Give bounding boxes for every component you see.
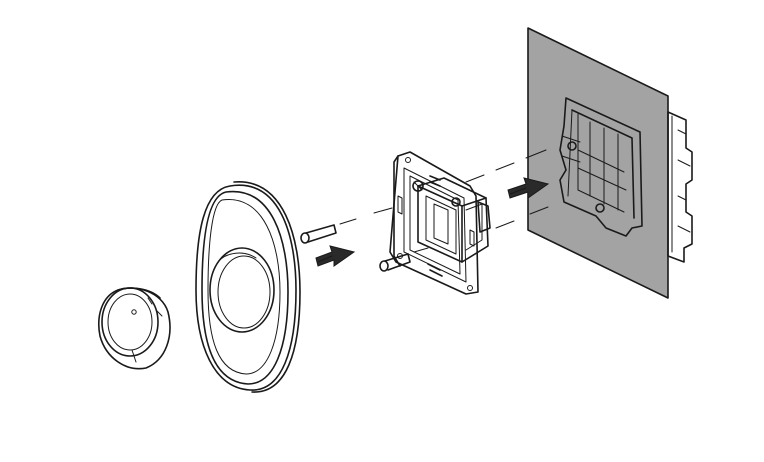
lower-mounting-screw xyxy=(379,247,429,272)
upper-mounting-screw xyxy=(300,207,393,244)
cover-frame xyxy=(195,181,301,393)
box-screw-guides xyxy=(465,149,549,229)
mounting-screws xyxy=(300,207,429,272)
wall-panel xyxy=(527,27,669,299)
switch-insert-with-mounting-frame xyxy=(389,151,491,295)
insert-into-box-arrow xyxy=(507,177,550,199)
frame-onto-insert-arrow xyxy=(315,245,356,267)
flush-mount-box xyxy=(559,97,693,263)
rotary-knob xyxy=(98,287,171,370)
